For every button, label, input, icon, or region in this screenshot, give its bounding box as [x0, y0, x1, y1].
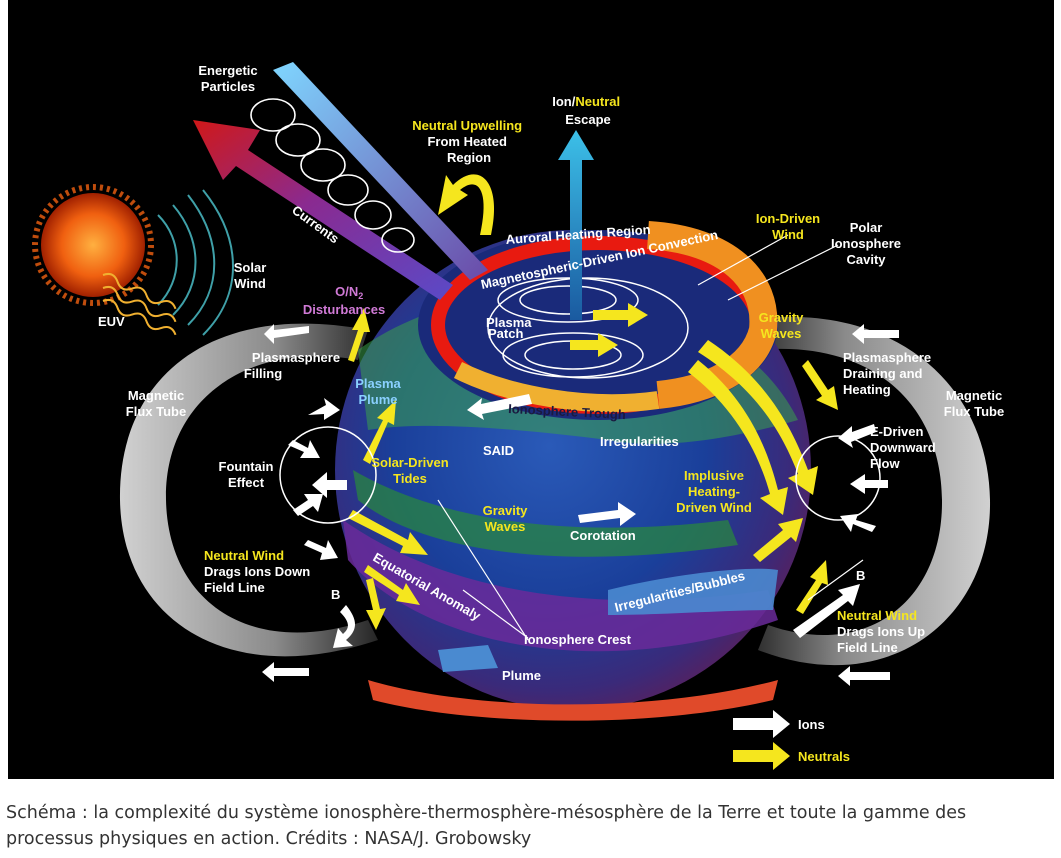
neutral-arrows — [348, 303, 838, 630]
figure-caption: Schéma : la complexité du système ionosp… — [6, 803, 967, 849]
label-b-left: B — [331, 587, 340, 602]
euv-rays — [102, 272, 177, 336]
energetic-particles-beam — [273, 62, 488, 280]
legend-neutrals-arrow — [733, 742, 790, 770]
magnetic-flux-tube-right — [748, 316, 991, 666]
legend-neutrals-label: Neutrals — [798, 749, 850, 764]
legend-ions-arrow — [733, 710, 790, 738]
label-ion-neutral-escape: Ion/Neutral Escape — [552, 94, 624, 127]
label-ionosphere-crest: Ionosphere Crest — [524, 632, 632, 647]
label-euv: EUV — [98, 314, 125, 329]
sun-icon — [32, 184, 154, 306]
legend-ions-label: Ions — [798, 717, 825, 732]
label-irregularities: Irregularities — [600, 434, 679, 449]
label-said: SAID — [483, 443, 514, 458]
label-neutral-wind-right: Neutral Wind Drags Ions Up Field Line — [837, 608, 929, 655]
ion-neutral-escape-arrow — [558, 130, 594, 320]
label-ionosphere-trough: Ionosphere Trough — [508, 401, 626, 422]
label-b-right: B — [856, 568, 865, 583]
ion-arrows — [262, 324, 899, 686]
label-plume: Plume — [502, 668, 541, 683]
currents-beam — [193, 120, 453, 300]
neutral-upwelling-arrow — [438, 174, 495, 235]
fountain-loop — [279, 426, 377, 524]
downward-flow-loop — [795, 435, 881, 521]
label-neutral-upwelling: Neutral Upwelling From Heated Region — [412, 118, 525, 165]
magnetic-flux-tube-left — [119, 323, 379, 657]
label-corotation: Corotation — [570, 528, 636, 543]
leader-lines — [437, 234, 864, 641]
label-neutral-wind-left: Neutral Wind Drags Ions Down Field Line — [204, 548, 314, 595]
particle-spiral — [250, 98, 415, 253]
solar-wind-waves — [157, 189, 234, 336]
label-o-n2-disturbances: O/N2 Disturbances — [303, 284, 385, 317]
